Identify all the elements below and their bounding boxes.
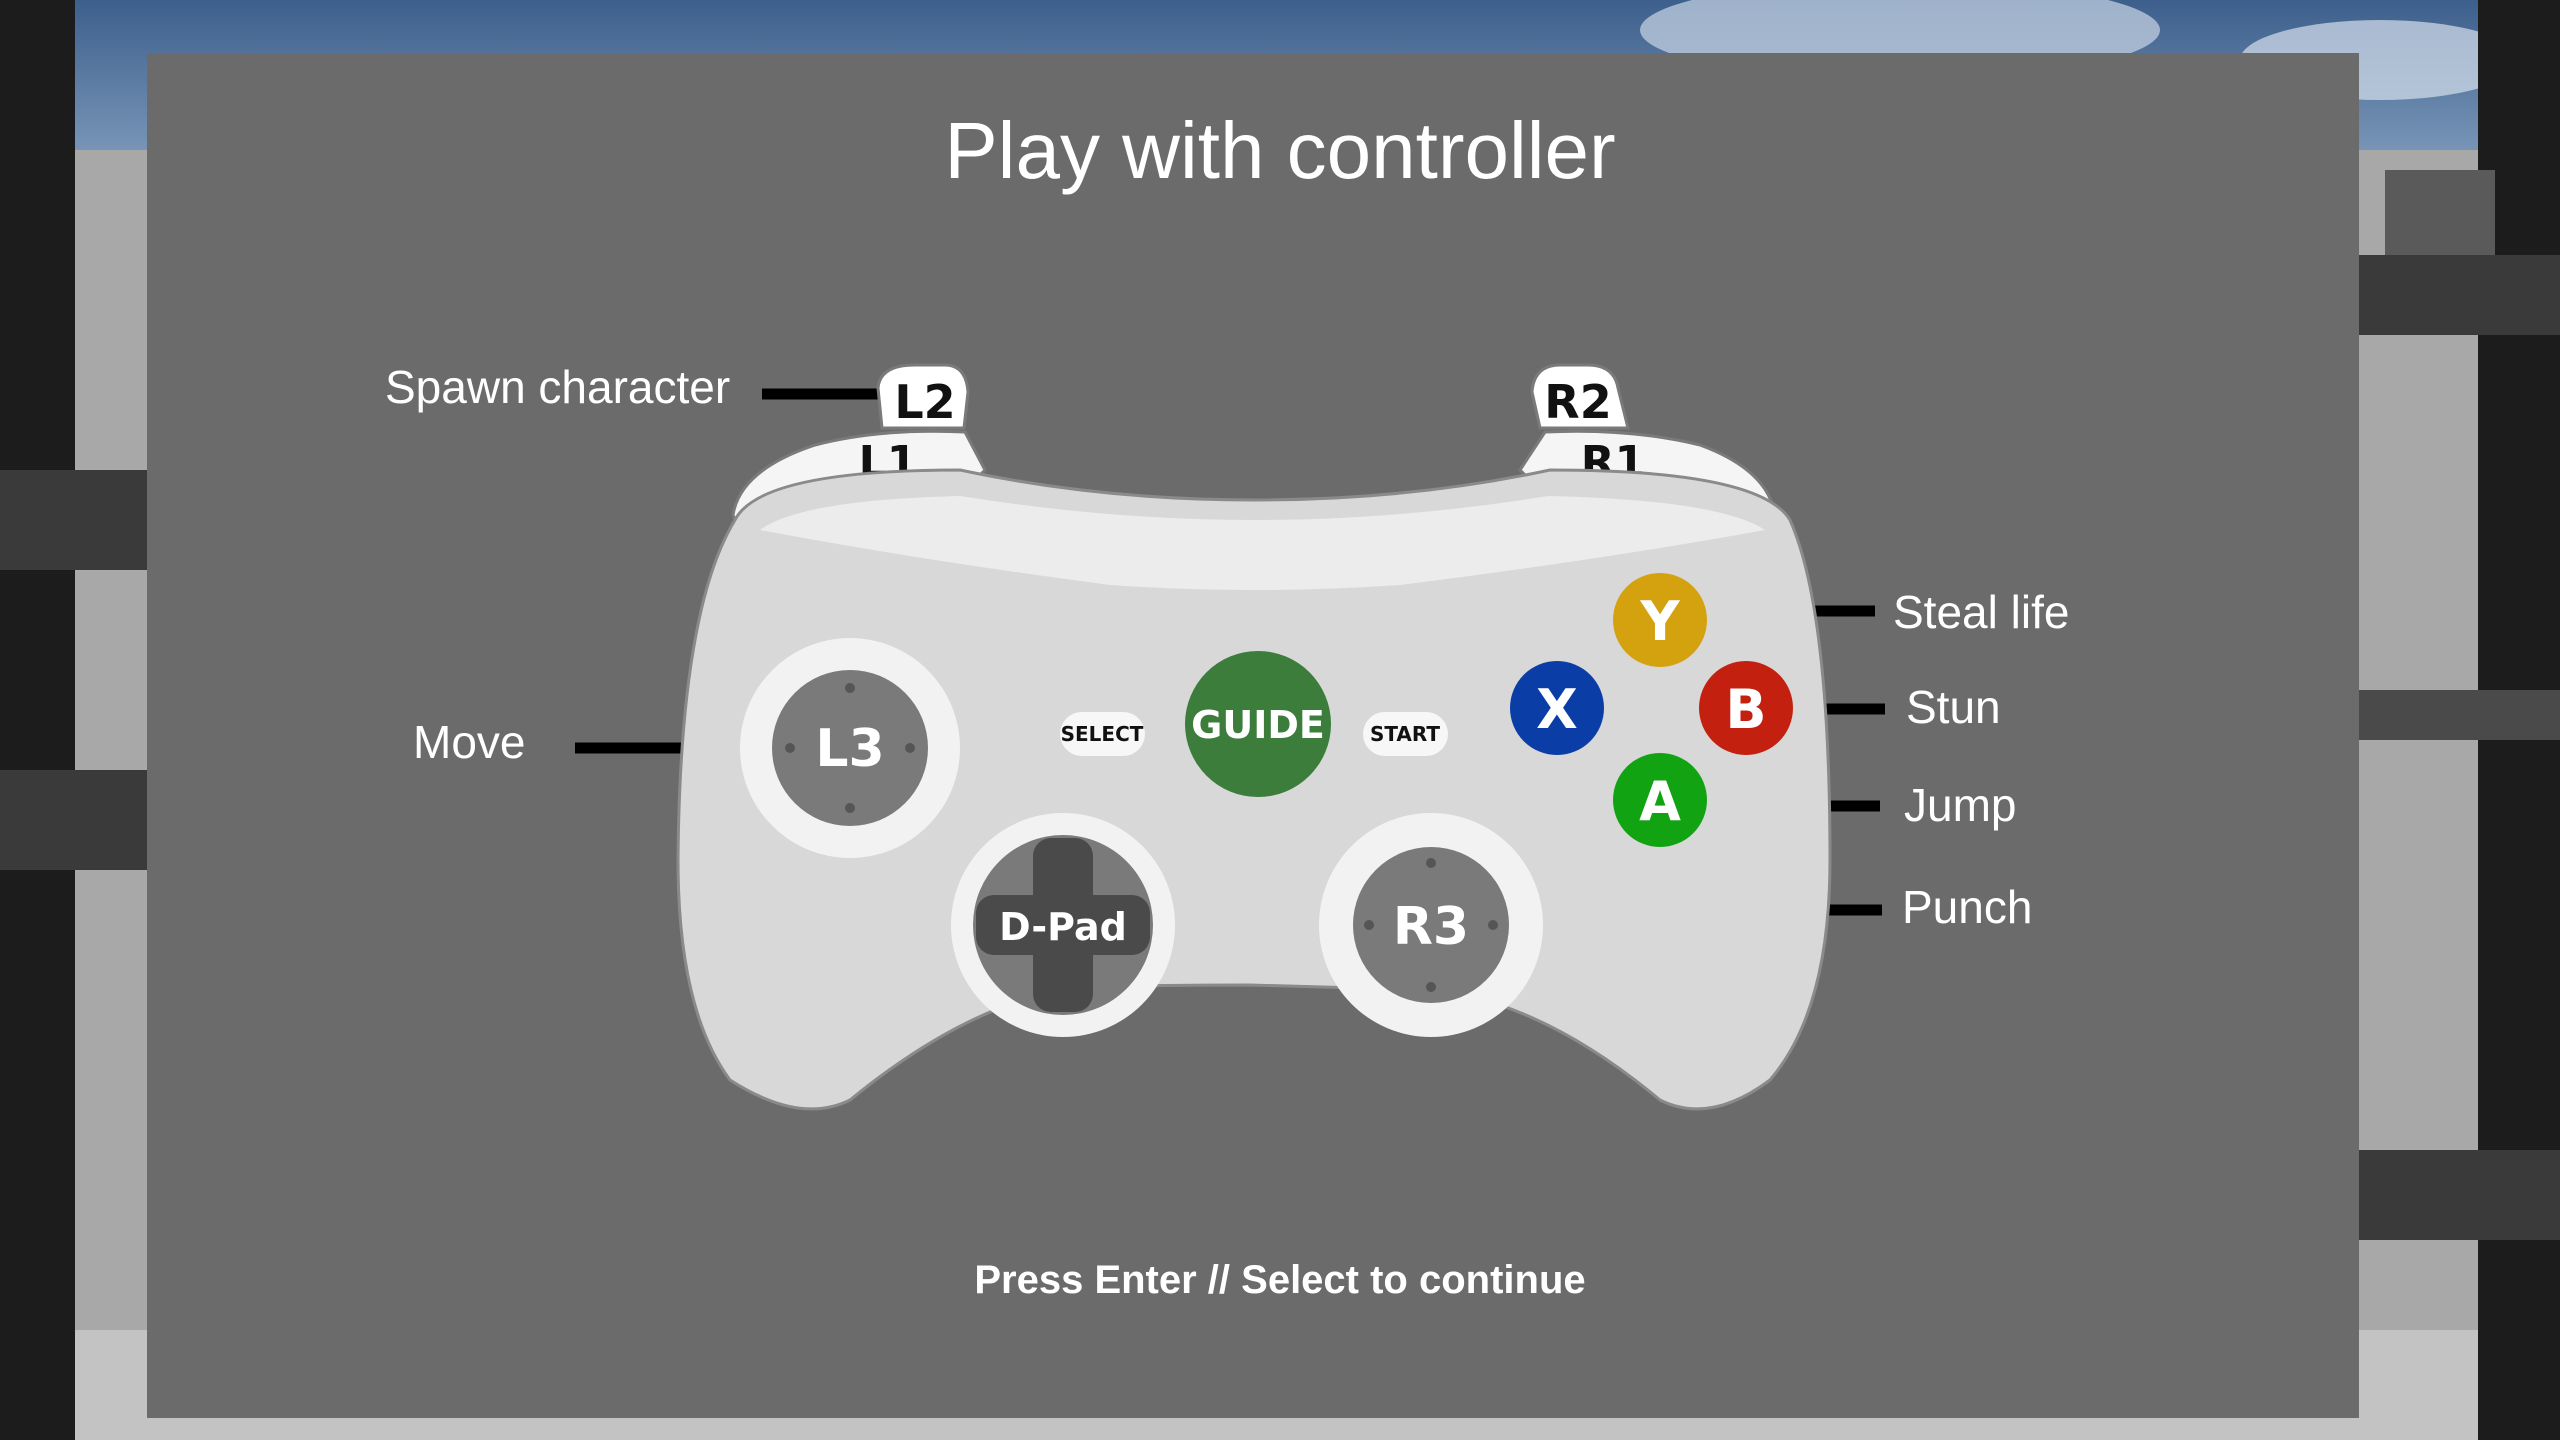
continue-prompt: Press Enter // Select to continue xyxy=(974,1258,1586,1302)
r2-button[interactable]: R2 xyxy=(1530,363,1630,430)
select-label: SELECT xyxy=(1061,722,1144,746)
mapping-label-spawn: Spawn character xyxy=(385,361,731,413)
x-label: X xyxy=(1536,678,1578,741)
mapping-label-punch: Punch xyxy=(1902,881,2033,933)
mapping-label-move: Move xyxy=(413,716,526,768)
controller-top-highlight xyxy=(760,496,1765,590)
y-label: Y xyxy=(1639,590,1680,653)
dpad-label: D-Pad xyxy=(999,905,1127,949)
start-label: START xyxy=(1370,722,1440,746)
l2-button[interactable]: L2 xyxy=(876,363,970,430)
a-label: A xyxy=(1639,770,1681,833)
l3-stick[interactable]: L3 xyxy=(740,638,960,858)
x-button[interactable]: X xyxy=(1510,661,1604,755)
page-title: Play with controller xyxy=(944,106,1616,195)
b-button[interactable]: B xyxy=(1699,661,1793,755)
r2-label: R2 xyxy=(1544,375,1611,429)
y-button[interactable]: Y xyxy=(1613,573,1707,667)
r3-label: R3 xyxy=(1393,897,1469,957)
l2-label: L2 xyxy=(894,375,955,429)
a-button[interactable]: A xyxy=(1613,753,1707,847)
select-button[interactable]: SELECT xyxy=(1060,712,1145,756)
mapping-label-stun: Stun xyxy=(1906,681,2001,733)
start-button[interactable]: START xyxy=(1363,712,1448,756)
guide-label: GUIDE xyxy=(1191,703,1325,747)
l3-label: L3 xyxy=(815,719,884,779)
r3-stick[interactable]: R3 xyxy=(1319,813,1543,1037)
b-label: B xyxy=(1725,678,1766,741)
mapping-label-jump: Jump xyxy=(1904,779,2017,831)
dpad[interactable]: D-Pad xyxy=(951,813,1175,1037)
guide-button[interactable]: GUIDE xyxy=(1185,651,1331,797)
mapping-label-steal-life: Steal life xyxy=(1893,586,2070,638)
